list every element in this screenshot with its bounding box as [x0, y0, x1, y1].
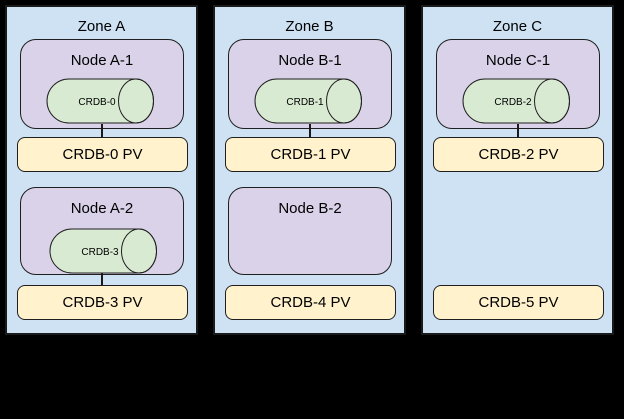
crdb-3-pv-label: CRDB-3 PV	[62, 294, 143, 311]
connector-line	[101, 124, 103, 137]
database-cylinder-icon: CRDB-3	[49, 228, 157, 274]
zone-c-panel: Zone C Node C-1 CRDB-2 CRDB-2 PV CRDB-5 …	[421, 5, 614, 335]
zone-a-panel: Zone A Node A-1 CRDB-0 CRDB-0 PV Node A-…	[5, 5, 198, 335]
connector-line	[517, 124, 519, 137]
connector-line	[101, 273, 103, 285]
crdb-3-cylinder: CRDB-3	[49, 228, 159, 274]
crdb-2-cylinder: CRDB-2	[462, 78, 572, 124]
crdb-1-cylinder: CRDB-1	[254, 78, 364, 124]
node-b-2-box: Node B-2	[228, 187, 392, 275]
database-cylinder-icon: CRDB-2	[462, 78, 570, 124]
node-b-1-label: Node B-1	[278, 52, 342, 69]
crdb-2-pv-box: CRDB-2 PV	[433, 137, 604, 172]
node-b-1-box: Node B-1 CRDB-1	[228, 39, 392, 129]
crdb-2-pv-label: CRDB-2 PV	[478, 146, 559, 163]
crdb-0-label: CRDB-0	[78, 97, 116, 108]
crdb-4-pv-box: CRDB-4 PV	[225, 285, 396, 320]
crdb-4-pv-label: CRDB-4 PV	[270, 294, 351, 311]
crdb-1-label: CRDB-1	[286, 97, 324, 108]
crdb-0-pv-label: CRDB-0 PV	[62, 146, 143, 163]
node-a-1-box: Node A-1 CRDB-0	[20, 39, 184, 129]
database-cylinder-icon: CRDB-0	[46, 78, 154, 124]
crdb-1-pv-box: CRDB-1 PV	[225, 137, 396, 172]
zone-c-title: Zone C	[492, 18, 543, 35]
crdb-5-pv-label: CRDB-5 PV	[478, 294, 559, 311]
zone-b-panel: Zone B Node B-1 CRDB-1 CRDB-1 PV Node B-…	[213, 5, 406, 335]
node-b-2-label: Node B-2	[278, 200, 342, 217]
node-c-1-label: Node C-1	[485, 52, 551, 69]
database-cylinder-icon: CRDB-1	[254, 78, 362, 124]
node-a-1-label: Node A-1	[70, 52, 134, 69]
node-c-1-box: Node C-1 CRDB-2	[436, 39, 600, 129]
crdb-3-label: CRDB-3	[81, 247, 119, 258]
connector-line	[309, 124, 311, 137]
zone-b-title: Zone B	[285, 18, 334, 35]
crdb-3-pv-box: CRDB-3 PV	[17, 285, 188, 320]
crdb-1-pv-label: CRDB-1 PV	[270, 146, 351, 163]
crdb-2-label: CRDB-2	[494, 97, 532, 108]
crdb-0-cylinder: CRDB-0	[46, 78, 156, 124]
crdb-5-pv-box: CRDB-5 PV	[433, 285, 604, 320]
node-a-2-box: Node A-2 CRDB-3	[20, 187, 184, 275]
zone-a-title: Zone A	[77, 18, 126, 35]
node-a-2-label: Node A-2	[70, 200, 134, 217]
crdb-0-pv-box: CRDB-0 PV	[17, 137, 188, 172]
